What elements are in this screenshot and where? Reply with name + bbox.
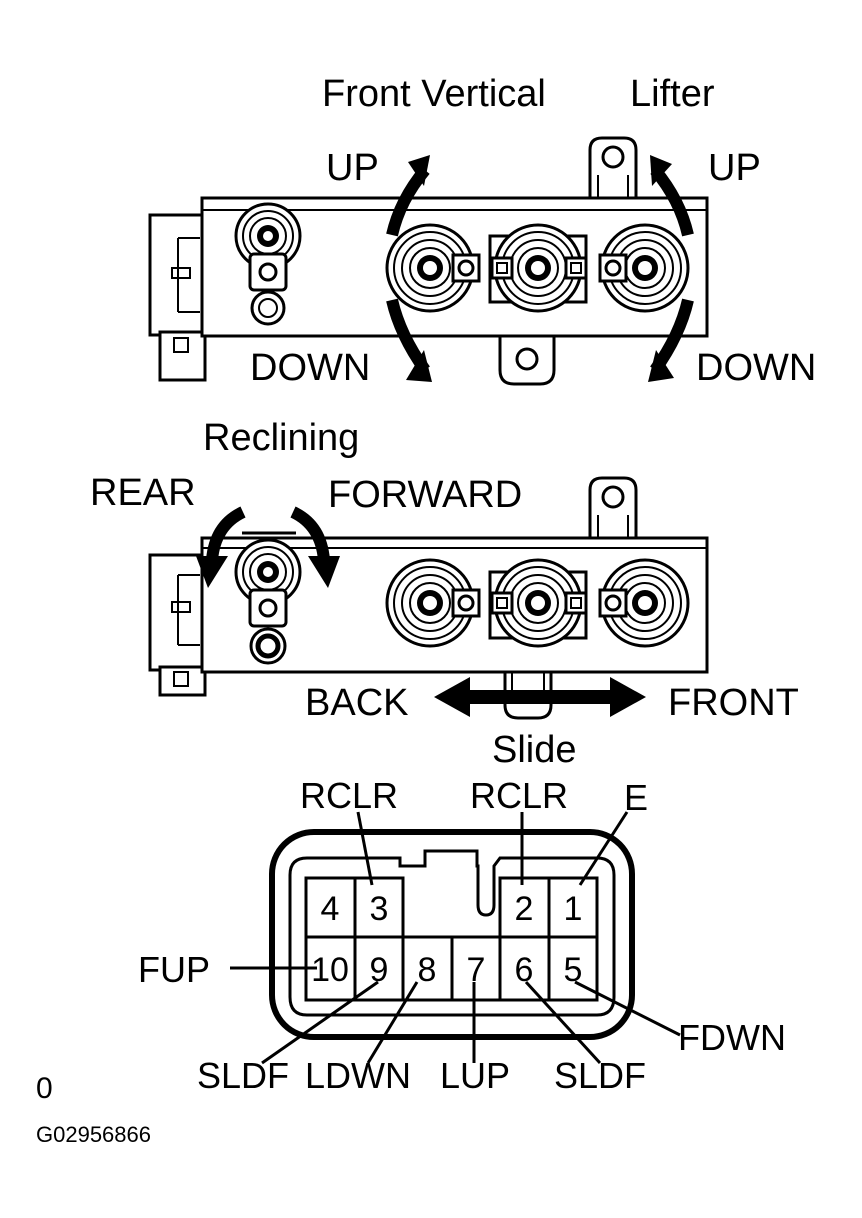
pin-2: 2 <box>515 890 534 928</box>
back-label: BACK <box>305 682 408 724</box>
forward-label: FORWARD <box>328 474 522 516</box>
front-vertical-title: Front Vertical <box>322 73 546 115</box>
pin-9: 9 <box>370 951 389 989</box>
front-label: FRONT <box>668 682 799 724</box>
pin-7: 7 <box>467 951 486 989</box>
pin-1-label: E <box>624 777 648 818</box>
pin-5: 5 <box>564 951 583 989</box>
pin-3-label: RCLR <box>300 775 398 816</box>
pin-8: 8 <box>418 951 437 989</box>
pin-1: 1 <box>564 890 583 928</box>
middle-switch: Reclining REAR FORWARD BACK FRONT Slide <box>90 417 799 771</box>
front-vertical-down-label: DOWN <box>250 347 370 389</box>
connector: 4 3 2 1 10 9 8 7 6 5 RCLR RCLR E FUP SLD… <box>138 775 786 1096</box>
figure-code: G02956866 <box>36 1122 151 1147</box>
pin-6: 6 <box>515 951 534 989</box>
reclining-title: Reclining <box>203 417 359 459</box>
pin-10-label: FUP <box>138 949 210 990</box>
pin-9-label: SLDF <box>197 1055 289 1096</box>
pin-5-label: FDWN <box>678 1017 786 1058</box>
pin-8-label: LDWN <box>305 1055 411 1096</box>
pin-7-label: LUP <box>440 1055 510 1096</box>
lifter-down-label: DOWN <box>696 347 816 389</box>
front-vertical-up-label: UP <box>326 147 379 189</box>
pin-4: 4 <box>321 890 340 928</box>
lifter-up-label: UP <box>708 147 761 189</box>
footer-marker: 0 <box>36 1072 53 1105</box>
pin-6-label: SLDF <box>554 1055 646 1096</box>
pin-2-label: RCLR <box>470 775 568 816</box>
top-switch: Front Vertical Lifter UP DOWN UP DOWN <box>148 73 816 389</box>
rear-label: REAR <box>90 472 196 514</box>
pin-3: 3 <box>370 890 389 928</box>
pin-10: 10 <box>311 951 349 989</box>
lifter-title: Lifter <box>630 73 715 115</box>
slide-title: Slide <box>492 729 577 771</box>
